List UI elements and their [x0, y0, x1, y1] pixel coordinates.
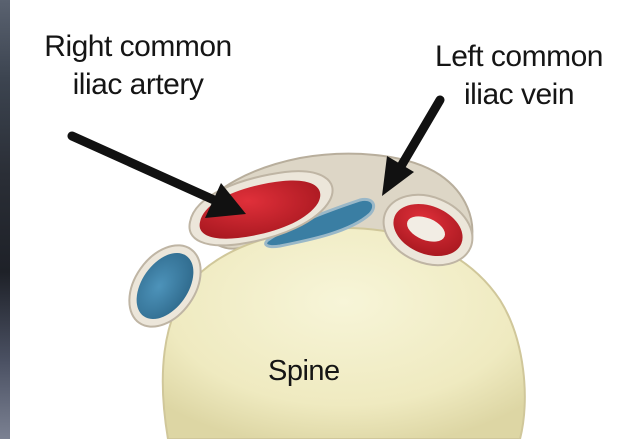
arrow-right-artery	[72, 136, 246, 218]
label-line-1: Left common	[413, 38, 625, 76]
label-line-2: iliac vein	[413, 76, 625, 114]
label-line-2: iliac artery	[22, 66, 254, 104]
spine-vertebra	[163, 228, 525, 439]
label-line-1: Right common	[22, 28, 254, 66]
label-right-common-iliac-artery: Right common iliac artery	[22, 28, 254, 104]
label-left-common-iliac-vein: Left common iliac vein	[413, 38, 625, 114]
label-spine: Spine	[268, 352, 340, 390]
